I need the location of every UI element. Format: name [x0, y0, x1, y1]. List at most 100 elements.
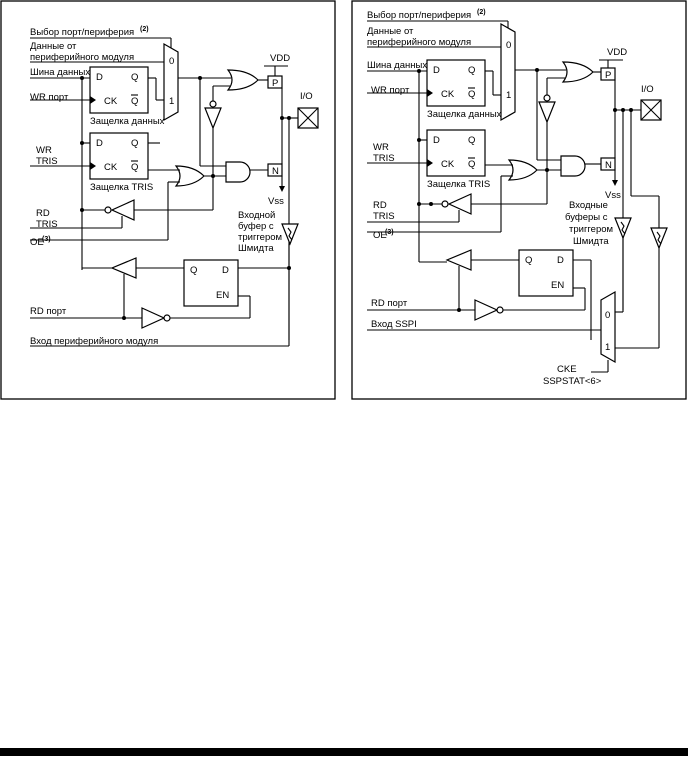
left-or-gate-bottom [174, 165, 205, 187]
left-oe-sup: (3) [42, 236, 51, 243]
right-tris-q-label: Q [468, 135, 475, 146]
right-input-q-label: Q [525, 255, 532, 266]
left-inverter-vertical [204, 107, 222, 130]
right-tris-d-label: D [433, 135, 440, 146]
right-latch-d-label: D [433, 65, 440, 76]
right-input-en-label: EN [551, 280, 564, 291]
left-latch-q-label: Q [131, 72, 138, 83]
right-io-label: I/O [641, 84, 654, 95]
right-periph-data-2: периферийного модуля [367, 37, 471, 48]
right-mux-0: 0 [506, 40, 511, 51]
left-wr-tris-1: WR [36, 145, 52, 156]
left-wr-port: WR порт [30, 92, 69, 103]
right-buf-3: триггером [569, 224, 613, 235]
right-sel-label: Выбор порт/периферия [367, 10, 471, 21]
right-buf-4: Шмидта [573, 236, 609, 247]
right-vss: Vss [605, 190, 621, 201]
left-pmos-label: P [272, 78, 278, 89]
right-latch-ck-label: CK [441, 89, 455, 100]
right-panel: Выбор порт/периферия (2) Данные от периф… [351, 0, 687, 400]
left-buf-1: Входной [238, 210, 275, 221]
left-panel: Выбор порт/периферия (2) Данные от периф… [0, 0, 336, 400]
left-buf-4: Шмидта [238, 243, 274, 254]
left-rd-port-inverter [141, 307, 166, 329]
left-wr-tris-2: TRIS [36, 156, 58, 167]
right-oe: OE [373, 230, 387, 241]
left-latch-ck-label: CK [104, 96, 118, 107]
left-and-gate [225, 161, 251, 183]
left-vss: Vss [268, 196, 284, 207]
right-latch-tris-label: Защелка TRIS [427, 179, 490, 190]
right-and-gate [560, 155, 586, 177]
right-input-latch [518, 249, 574, 297]
right-pmos-label: P [605, 70, 611, 81]
left-data-bus: Шина данных [30, 67, 90, 78]
left-latch-data-label: Защелка данных [90, 116, 165, 127]
right-cke: CKE [557, 364, 577, 375]
left-input-latch [183, 259, 239, 307]
left-periph-data-2: периферийного модуля [30, 52, 134, 63]
right-buf-1: Входные [569, 200, 608, 211]
left-data-latch [89, 66, 149, 114]
right-rd-port: RD порт [371, 298, 408, 309]
right-vdd: VDD [607, 47, 627, 58]
right-latch-data-label: Защелка данных [427, 109, 502, 120]
left-tris-ck-label: CK [104, 162, 118, 173]
right-or-gate-bottom [507, 159, 538, 181]
right-mux-1: 1 [506, 90, 511, 101]
right-buf-2: буферы с [565, 212, 608, 223]
left-sel-label: Выбор порт/периферия [30, 27, 134, 38]
right-latch-qbar-label: Q [468, 89, 475, 100]
left-panel-frame [0, 0, 336, 400]
right-wr-tris-2: TRIS [373, 153, 395, 164]
right-mux [500, 22, 516, 122]
right-wr-tris-1: WR [373, 142, 389, 153]
left-mux-1: 1 [169, 96, 174, 107]
left-input-q-label: Q [190, 265, 197, 276]
right-periph-data-1: Данные от [367, 26, 414, 37]
left-or-gate-top [226, 69, 259, 91]
right-or-gate-top [561, 61, 594, 83]
left-sel-sup: (2) [140, 26, 149, 33]
right-rd-port-inverter [474, 299, 499, 321]
right-sspstat: SSPSTAT<6> [543, 376, 602, 387]
left-tris-latch [89, 132, 149, 180]
right-tris-ck-label: CK [441, 159, 455, 170]
right-tris-qbar-label: Q [468, 159, 475, 170]
right-data-bus: Шина данных [367, 60, 427, 71]
left-latch-qbar-label: Q [131, 96, 138, 107]
left-buf-3: триггером [238, 232, 282, 243]
left-rd-port: RD порт [30, 306, 67, 317]
right-rd-tris-buffer [447, 193, 472, 215]
left-oe: OE [30, 237, 44, 248]
right-rd-tris-2: TRIS [373, 211, 395, 222]
left-rd-tris-1: RD [36, 208, 50, 219]
footer-bar [0, 748, 688, 756]
right-tris-latch [426, 129, 486, 177]
left-io-label: I/O [300, 91, 313, 102]
left-mux-0: 0 [169, 56, 174, 67]
right-inverter-vertical [538, 101, 556, 124]
left-tris-d-label: D [96, 138, 103, 149]
left-latch-tris-label: Защелка TRIS [90, 182, 153, 193]
left-nmos-label: N [272, 166, 279, 177]
left-vdd: VDD [270, 53, 290, 64]
right-data-latch [426, 59, 486, 107]
right-ssp-in: Вход SSPI [371, 319, 417, 330]
right-sel-sup: (2) [477, 9, 486, 16]
right-latch-q-label: Q [468, 65, 475, 76]
left-latch-clock-arrow [90, 96, 96, 104]
left-tris-q-label: Q [131, 138, 138, 149]
left-rd-tris-buffer [110, 199, 135, 221]
left-mux [163, 42, 179, 122]
right-nmos-label: N [605, 160, 612, 171]
left-buf-2: буфер с [238, 221, 274, 232]
right-wr-port: WR порт [371, 85, 410, 96]
right-input-d-label: D [557, 255, 564, 266]
right-oe-sup: (3) [385, 229, 394, 236]
left-periph-data-1: Данные от [30, 41, 77, 52]
left-tris-qbar-label: Q [131, 162, 138, 173]
left-input-en-label: EN [216, 290, 229, 301]
right-mux-b-0: 0 [605, 310, 610, 321]
